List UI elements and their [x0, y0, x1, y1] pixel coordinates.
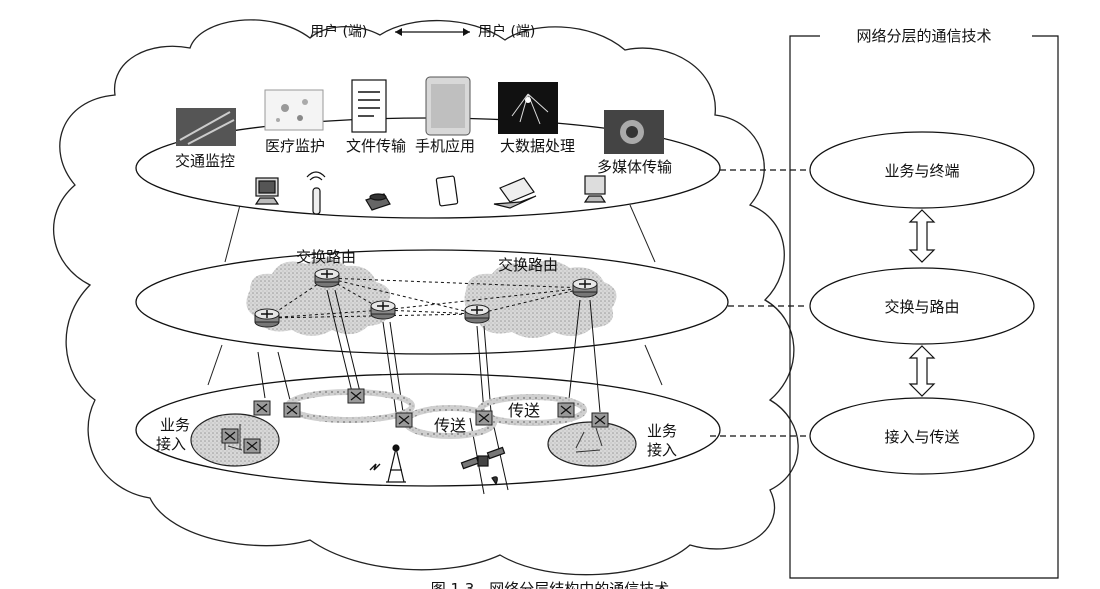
- radio-tower-icon: [369, 444, 406, 483]
- app-label-mobile: 手机应用: [415, 137, 475, 155]
- switching-layer-ellipse: [135, 249, 729, 355]
- transport-switch-icon: [283, 402, 301, 418]
- network-cloud: [52, 19, 799, 576]
- switch-routing-label-left: 交换路由: [296, 248, 356, 266]
- app-thumbnails: [176, 76, 664, 154]
- layer-node-switching: [809, 267, 1035, 345]
- layer-node-service: [809, 131, 1035, 209]
- transport-label-right: 传送: [508, 401, 540, 420]
- transport-switch-icon: [475, 410, 493, 426]
- access-label-left-line1: 业务: [160, 416, 190, 434]
- app-label-traffic: 交通监控: [175, 152, 235, 170]
- router-icon: [254, 308, 280, 328]
- medical-image: [264, 89, 324, 131]
- routing-links: [266, 277, 586, 319]
- satellite-icon: [460, 446, 506, 486]
- double-arrow-lower: [908, 345, 936, 397]
- transport-switch-icon: [221, 428, 239, 444]
- access-label-right-line2: 接入: [647, 441, 677, 459]
- router-icon: [464, 304, 490, 324]
- tablet-icon: [435, 175, 459, 207]
- access-label-right-line1: 业务: [647, 422, 677, 440]
- laptop-icon: [493, 177, 537, 209]
- router-icon: [314, 268, 340, 288]
- app-label-medical: 医疗监护: [265, 137, 325, 155]
- app-label-file: 文件传输: [346, 137, 406, 155]
- transport-switch-icon: [243, 438, 261, 454]
- transport-label-left: 传送: [434, 416, 466, 435]
- transport-switch-icon: [557, 402, 575, 418]
- terminal-icons: [254, 171, 607, 215]
- document-icon: [351, 79, 387, 133]
- double-arrow-upper: [908, 209, 936, 263]
- access-label-left-line2: 接入: [156, 435, 186, 453]
- router-icon: [572, 278, 598, 298]
- panel-title: 网络分层的通信技术: [856, 27, 991, 45]
- desktop-computer-icon: [254, 177, 280, 205]
- user-endpoint-right: 用户 (端): [478, 23, 535, 40]
- switch-routing-label-right: 交换路由: [498, 256, 558, 274]
- transport-switch-icon: [591, 412, 609, 428]
- leader-lines: [710, 169, 808, 437]
- telephone-icon: [365, 193, 391, 211]
- app-label-multimedia: 多媒体传输: [597, 158, 672, 176]
- access-layer-ellipse: [135, 373, 721, 487]
- wireless-ap-icon: [306, 171, 326, 215]
- monitor-icon: [583, 175, 607, 203]
- big-data-image: [498, 82, 558, 134]
- bidirectional-arrow: [395, 28, 470, 36]
- router-icon: [370, 300, 396, 320]
- transport-switch-icon: [347, 388, 365, 404]
- transport-switch-icon: [395, 412, 413, 428]
- transport-switch-icon: [253, 400, 271, 416]
- user-endpoint-left: 用户 (端): [310, 23, 367, 40]
- layer-label-switching: 交换与路由: [884, 298, 959, 316]
- app-label-bigdata: 大数据处理: [500, 137, 575, 155]
- layer-node-access: [809, 397, 1035, 475]
- layer-label-service: 业务与终端: [884, 162, 959, 180]
- access-region-right: [547, 421, 637, 467]
- tech-panel: 网络分层的通信技术 业务与终端 交换与路由 接入与传送: [789, 27, 1059, 579]
- layer-label-access: 接入与传送: [884, 428, 959, 446]
- layer-connector-lines: [207, 204, 663, 386]
- figure-caption: 图 1.3 网络分层结构中的通信技术: [431, 580, 670, 589]
